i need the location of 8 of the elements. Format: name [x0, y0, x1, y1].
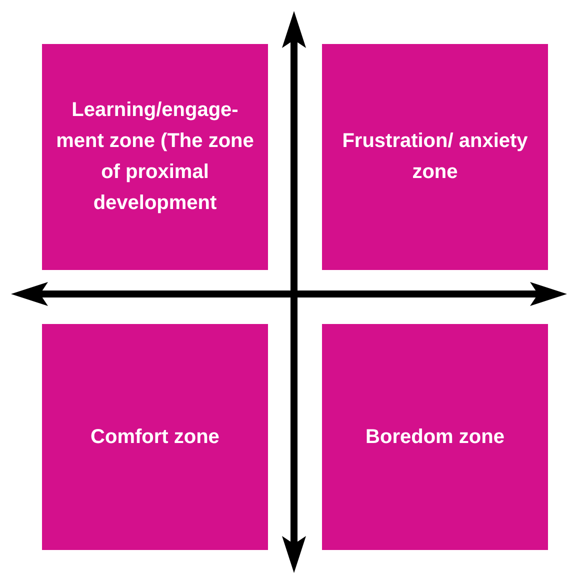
zone-label: Frustration/ anxiety zone [341, 129, 529, 185]
zone-label: Learning/engage-ment zone (The zone of proximal development [56, 98, 254, 216]
zone-box [42, 324, 268, 550]
zone-label: Boredom zone [366, 424, 504, 450]
zone-box [42, 44, 268, 270]
zone-box [322, 44, 548, 270]
zone-label: Comfort zone [90, 424, 220, 450]
zone-box [322, 324, 548, 550]
